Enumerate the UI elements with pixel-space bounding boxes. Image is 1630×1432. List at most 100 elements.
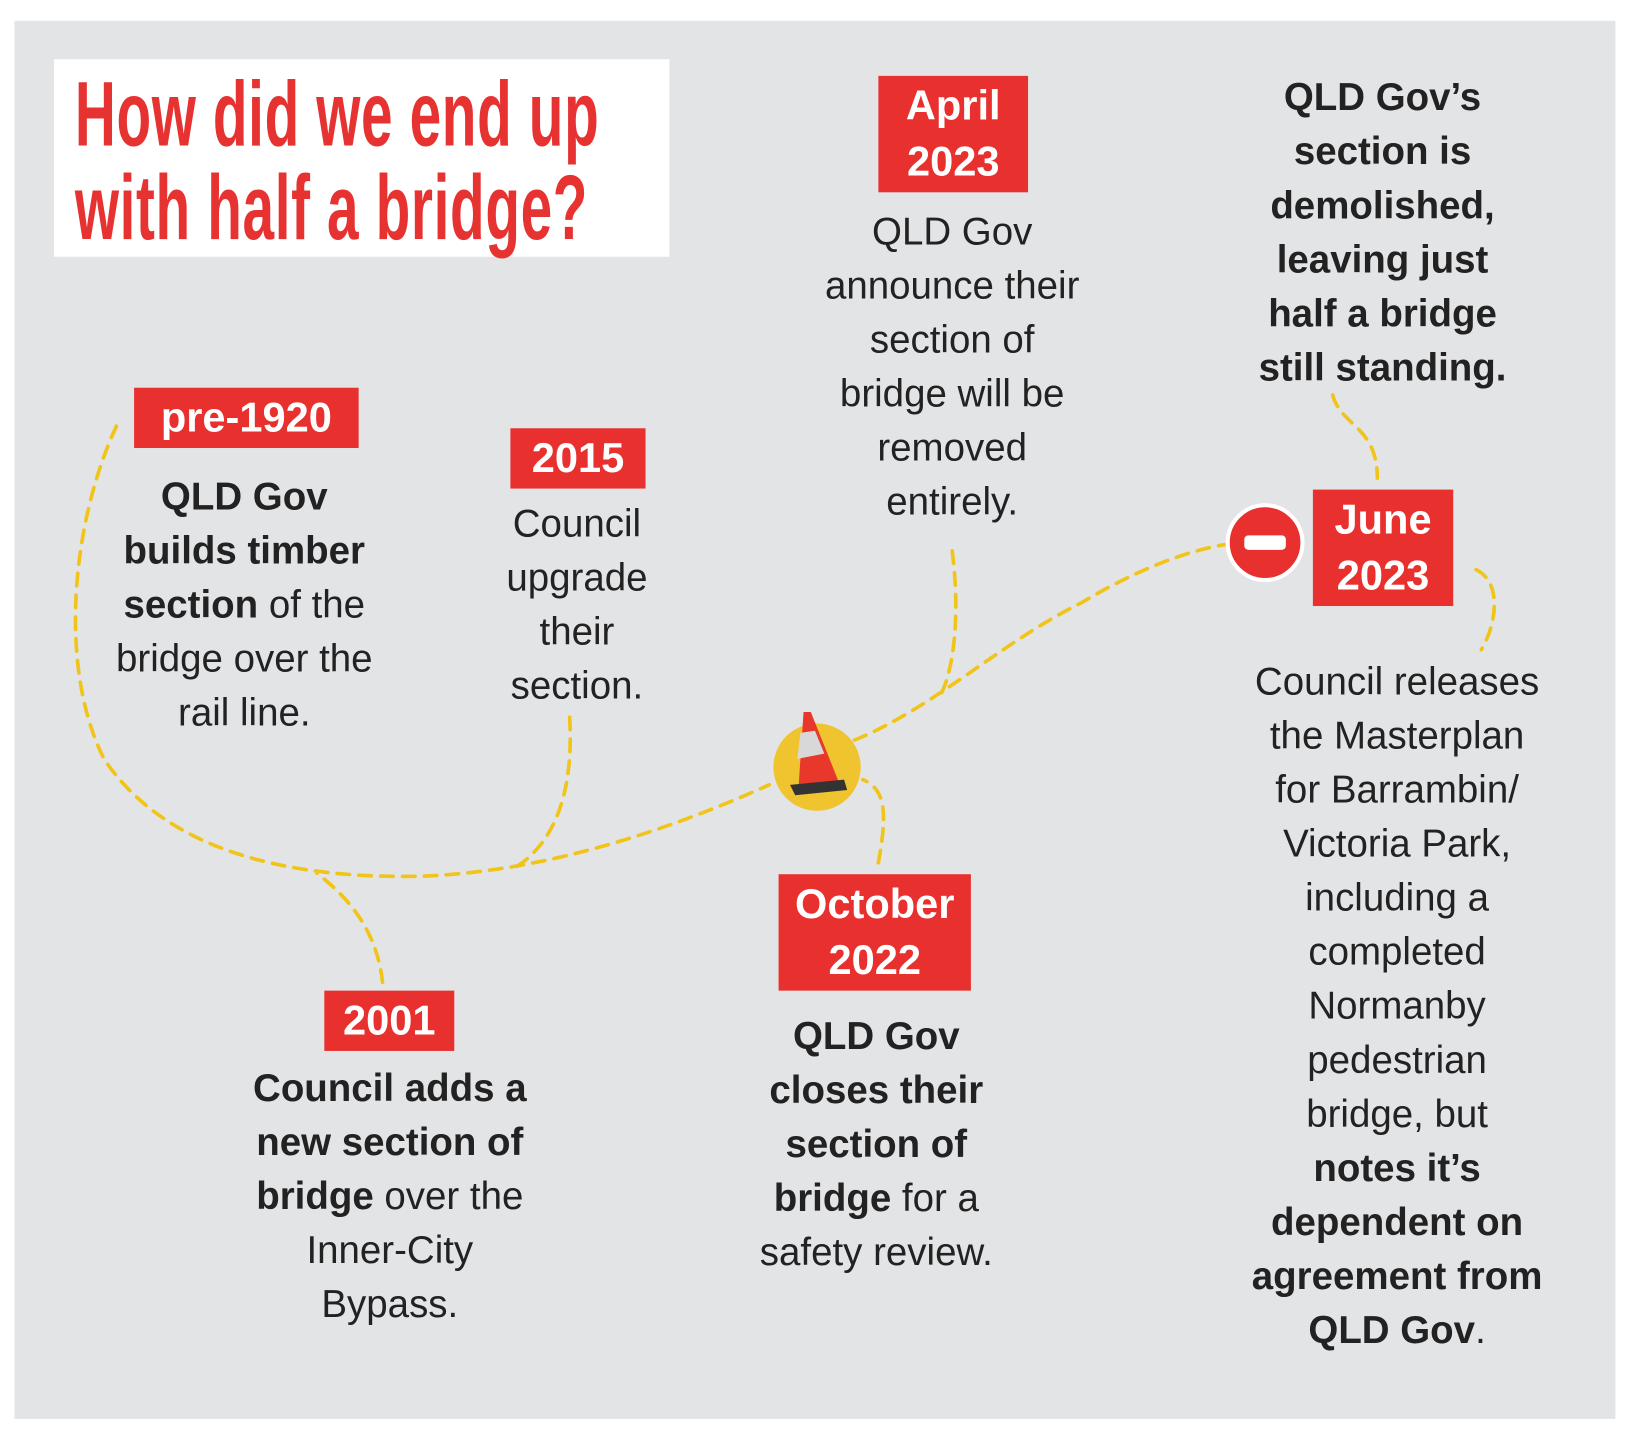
text: of the [258, 583, 366, 626]
date-tag-pre-1920: pre-1920 [134, 387, 359, 449]
description-line: bridge will be [825, 367, 1079, 421]
no-entry-icon [1225, 503, 1305, 583]
text: Normanby [1308, 984, 1486, 1028]
main-timeline-line [73, 424, 772, 879]
description-line: notes it’s [1252, 1141, 1543, 1195]
description-line: closes their [760, 1063, 993, 1117]
text: . [1475, 1308, 1486, 1352]
text: bridge over the [115, 637, 373, 680]
connector-october [860, 777, 886, 865]
text: announce their [824, 264, 1080, 307]
text: QLD Gov [872, 209, 1033, 253]
connector-april [938, 549, 958, 697]
description-line: the Masterplan [1252, 709, 1543, 763]
description-line: agreement from [1252, 1249, 1543, 1303]
bold-text: QLD Gov’s [1283, 75, 1482, 119]
description-line: bridge for a [760, 1172, 993, 1226]
text: for a [891, 1176, 979, 1220]
text: bridge will be [839, 372, 1065, 415]
connector-june-top [1330, 393, 1380, 480]
description-line: section of [760, 1117, 993, 1171]
text: section. [510, 664, 644, 707]
date-text: October [795, 881, 955, 928]
title-line: with half a bridge? [74, 155, 589, 259]
traffic-cone-icon [773, 712, 861, 811]
description-line: Normanby [1252, 979, 1543, 1033]
description-line: pedestrian [1252, 1033, 1543, 1087]
event-description-april-2023: QLD Gov announce their section of bridge wi… [825, 205, 1079, 529]
description-line: removed [825, 421, 1079, 475]
description-line: bridge, but [1252, 1087, 1543, 1141]
title-line: How did we end up [74, 62, 600, 166]
description-line: entirely. [825, 475, 1079, 529]
text: section of [869, 318, 1035, 361]
date-text: pre-1920 [160, 395, 332, 441]
description-line: section of the [116, 578, 373, 632]
bold-text: bridge [773, 1176, 892, 1220]
description-line: dependent on [1252, 1195, 1543, 1249]
text: over the [373, 1174, 524, 1218]
text: bridge, but [1306, 1092, 1488, 1136]
bold-text: closes their [769, 1068, 984, 1112]
bold-text: QLD Gov [792, 1014, 960, 1058]
bold-text: half a bridge [1268, 292, 1497, 335]
text: the Masterplan [1269, 714, 1525, 757]
description-line: half a bridge [1259, 287, 1507, 341]
date-text: 2001 [343, 997, 436, 1044]
text: removed [877, 426, 1027, 469]
description-line: Inner-City [253, 1223, 527, 1277]
title-box: How did we end up with half a bridge? [54, 59, 670, 259]
text: completed [1308, 930, 1486, 973]
description-line: QLD Gov [116, 470, 373, 524]
date-text: 2015 [531, 435, 625, 482]
text: entirely. [886, 480, 1019, 523]
connector-june-right [1474, 567, 1496, 652]
description-line: announce their [825, 259, 1079, 313]
description-line: demolished, [1259, 179, 1507, 233]
bold-text: section [123, 583, 259, 626]
date-text: 2023 [1336, 553, 1430, 599]
text: pedestrian [1307, 1038, 1487, 1082]
description-line: new section of [253, 1115, 527, 1169]
description-line: QLD Gov [825, 205, 1079, 259]
bold-text: demolished, [1270, 183, 1495, 227]
text: Inner-City [306, 1228, 474, 1272]
description-line: section of [825, 313, 1079, 367]
bold-text: QLD Gov [1308, 1308, 1476, 1352]
event-description-pre-1920: QLD Gov builds timber section of the bridge… [116, 470, 373, 740]
description-line: QLD Gov’s [1259, 71, 1507, 125]
text: rail line. [178, 691, 311, 734]
description-line: Council adds a [253, 1061, 527, 1115]
text: their [539, 610, 615, 653]
description-line: Bypass. [253, 1278, 527, 1332]
bold-text: notes it’s [1313, 1146, 1481, 1190]
bold-text: agreement from [1251, 1254, 1543, 1298]
event-description-june-2023: Council releases the Masterplan for Barram… [1252, 655, 1543, 1358]
description-line: completed [1252, 925, 1543, 979]
bold-text: builds timber [123, 529, 366, 572]
description-line: for Barrambin/ [1252, 763, 1543, 817]
description-line: QLD Gov [760, 1009, 993, 1063]
bold-text: dependent on [1271, 1200, 1524, 1244]
description-line: rail line. [116, 686, 373, 740]
text: Council releases [1254, 660, 1540, 703]
page-title: How did we end up with half a bridge? [74, 62, 655, 259]
event-description-october-2022: QLD Gov closes their section of bridge for … [760, 1009, 993, 1279]
bold-text: bridge [256, 1174, 374, 1218]
description-line: still standing. [1259, 341, 1507, 395]
description-line: Council [506, 497, 647, 551]
text: for Barrambin/ [1275, 768, 1519, 811]
description-line: QLD Gov. [1252, 1304, 1543, 1358]
description-line: bridge over the [116, 632, 373, 686]
bold-text: section of [785, 1122, 968, 1166]
bold-text: leaving just [1276, 238, 1489, 281]
date-text: 2023 [906, 139, 1000, 186]
connector-2015 [512, 715, 573, 870]
text: Bypass. [321, 1282, 459, 1326]
description-line: section is [1259, 125, 1507, 179]
bold-text: QLD Gov [160, 475, 328, 518]
